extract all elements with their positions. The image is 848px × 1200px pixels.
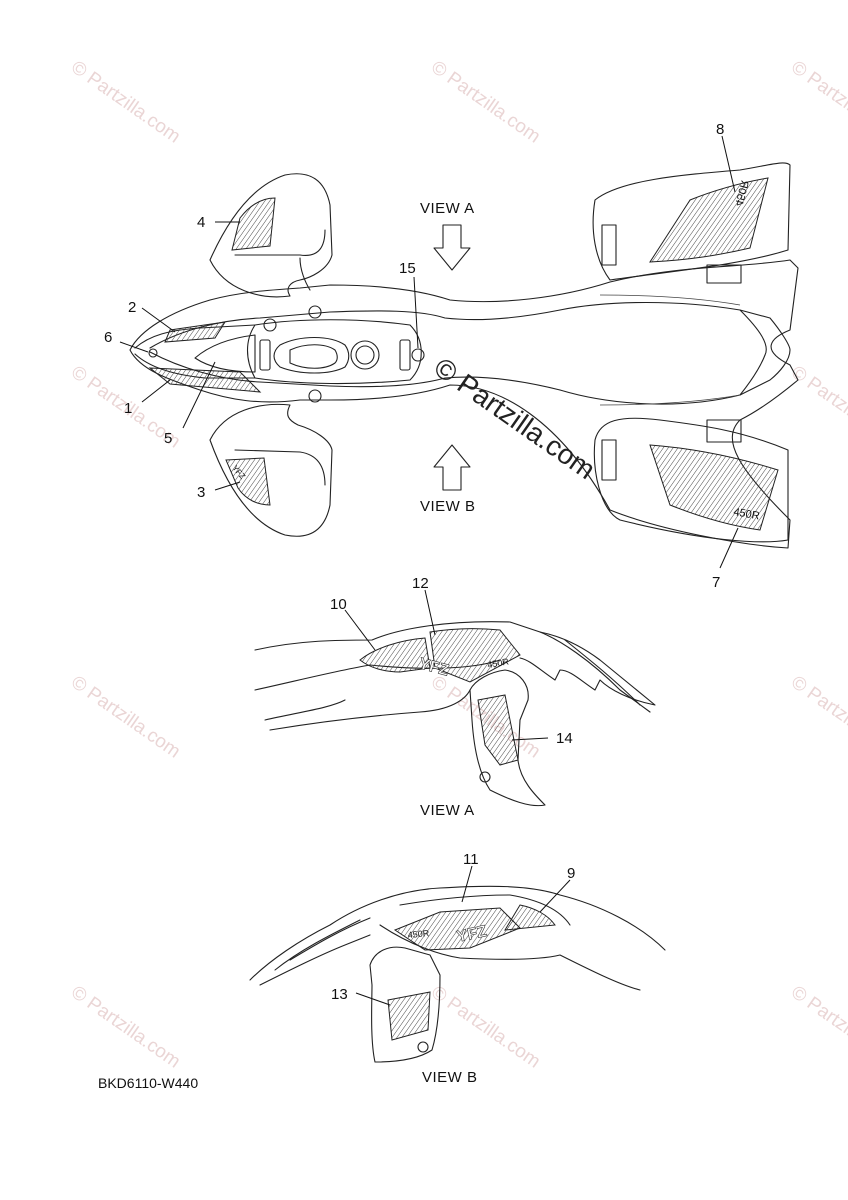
watermark: © Partzilla.com bbox=[787, 672, 848, 763]
view-arrows bbox=[433, 224, 471, 491]
callout-9: 9 bbox=[567, 865, 575, 882]
callout-11: 11 bbox=[463, 851, 479, 868]
watermark-center: © Partzilla.com bbox=[429, 352, 601, 486]
callout-3: 3 bbox=[197, 484, 205, 501]
callout-8: 8 bbox=[716, 121, 724, 138]
decal-10 bbox=[359, 637, 431, 673]
callout-7: 7 bbox=[712, 574, 720, 591]
watermark: © Partzilla.com bbox=[787, 362, 848, 453]
view-a-drawing: YFZ 450R bbox=[254, 621, 656, 807]
diagram-code: BKD6110-W440 bbox=[98, 1075, 198, 1091]
decal-11-450r: 450R bbox=[407, 928, 430, 940]
leader-lines bbox=[119, 135, 739, 1006]
callout-13: 13 bbox=[331, 986, 348, 1003]
decal-11 bbox=[393, 907, 521, 951]
decal-14 bbox=[477, 694, 519, 766]
decals-top-view: 450R 450R YFZ bbox=[148, 177, 779, 531]
decal-7 bbox=[649, 444, 779, 531]
callout-15: 15 bbox=[399, 260, 416, 277]
callout-12: 12 bbox=[412, 575, 429, 592]
watermark: © Partzilla.com bbox=[427, 982, 544, 1073]
decal-5 bbox=[194, 334, 256, 373]
watermark: © Partzilla.com bbox=[787, 57, 848, 148]
callout-10: 10 bbox=[330, 596, 347, 613]
callout-4: 4 bbox=[197, 214, 205, 231]
view-b-caption: VIEW B bbox=[422, 1069, 478, 1086]
watermark: © Partzilla.com bbox=[67, 982, 184, 1073]
decal-9 bbox=[504, 904, 556, 931]
decal-2 bbox=[164, 321, 226, 343]
decal-12-450r: 450R bbox=[487, 656, 510, 670]
callout-6: 6 bbox=[104, 329, 112, 346]
callouts: 1 2 3 4 5 6 7 8 9 10 11 12 13 14 15 bbox=[104, 121, 724, 1003]
callout-2: 2 bbox=[128, 299, 136, 316]
watermark: © Partzilla.com bbox=[787, 982, 848, 1073]
decal-1 bbox=[148, 367, 262, 393]
decal-7-text: 450R bbox=[732, 506, 760, 522]
decal-12 bbox=[429, 628, 521, 683]
view-b-drawing: 450R YFZ bbox=[249, 885, 666, 1063]
view-b-label: VIEW B bbox=[420, 498, 476, 515]
view-a-label: VIEW A bbox=[420, 200, 475, 217]
view-a-arrow bbox=[433, 224, 471, 271]
view-b-arrow bbox=[433, 444, 471, 491]
fender-top-view bbox=[129, 162, 799, 549]
view-a-caption: VIEW A bbox=[420, 802, 475, 819]
decal-8 bbox=[649, 177, 769, 263]
callout-14: 14 bbox=[556, 730, 573, 747]
decal-3 bbox=[225, 457, 271, 506]
watermark: © Partzilla.com bbox=[67, 57, 184, 148]
decal-11-yfz: YFZ bbox=[455, 923, 488, 946]
decal-4 bbox=[231, 197, 276, 251]
callout-5: 5 bbox=[164, 430, 172, 447]
callout-1: 1 bbox=[124, 400, 132, 417]
decal-13 bbox=[387, 991, 431, 1041]
watermark: © Partzilla.com bbox=[427, 57, 544, 148]
watermark: © Partzilla.com bbox=[67, 672, 184, 763]
